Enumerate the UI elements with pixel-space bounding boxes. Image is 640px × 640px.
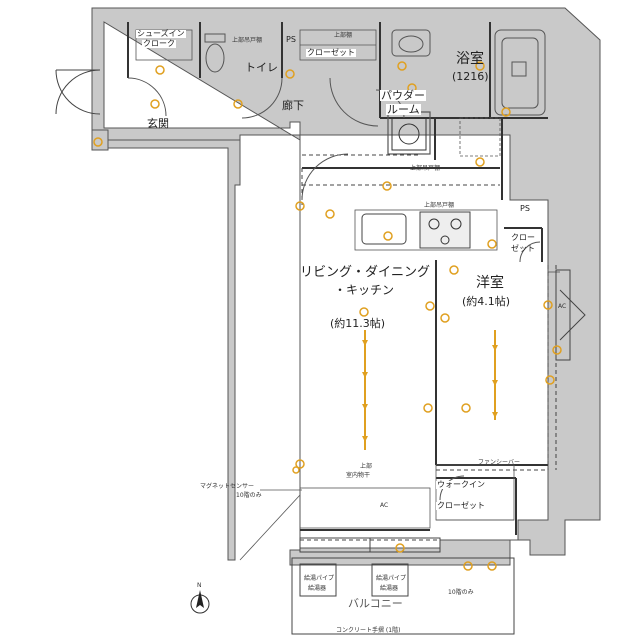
- north-label: N: [197, 582, 202, 589]
- compass-icon: [190, 590, 210, 614]
- upper-shelf-label-3: 上部吊戸棚: [424, 202, 455, 209]
- upper-shelf-label-2: 上部吊戸棚: [410, 165, 441, 172]
- outdoor-unit-label-1: 給湯パイプ: [304, 575, 335, 582]
- ps-top-label: PS: [286, 35, 296, 44]
- walkin-closet-label-2: クローゼット: [436, 501, 486, 510]
- corridor-label: 廊下: [282, 99, 304, 112]
- lighting-ticks: [362, 340, 498, 442]
- washbasin: [391, 29, 431, 57]
- intercom-label-1: 上部: [360, 463, 373, 470]
- walkin-closet-label-1: ウォークイン: [436, 480, 486, 489]
- ldk-label-1: リビング・ダイニング: [300, 265, 431, 280]
- upper-shelf-label-1: 上部吊戸棚: [232, 37, 263, 44]
- ac-left-label: AC: [380, 502, 389, 509]
- partitions: [135, 29, 560, 529]
- bath-size-label: (1216): [452, 70, 489, 83]
- toilet-fixture: [204, 33, 226, 73]
- outdoor-unit-label-3: 給湯パイプ: [376, 575, 407, 582]
- kitchen-counter: [361, 211, 471, 249]
- outdoor-unit-label-2: 給湯器: [308, 585, 327, 592]
- powder-room-label-2: ルーム: [386, 103, 421, 116]
- powder-room-label-1: パウダー: [380, 89, 426, 102]
- balcony-label: バルコニー: [348, 597, 403, 610]
- ldk-size-label: (約11.3帖): [330, 317, 386, 330]
- upper-shelf-top-label: 上部棚: [334, 32, 353, 39]
- ac-right-label: AC: [558, 303, 567, 310]
- fan-label: ファンシーバー: [478, 459, 520, 466]
- washing-machine: [391, 117, 427, 151]
- leader-lines: [239, 489, 302, 561]
- shoes-closet-label-2: クローク: [142, 39, 176, 48]
- lighting-rails: [364, 330, 496, 450]
- entrance-label: 玄関: [147, 117, 169, 130]
- balcony-area: [291, 557, 515, 635]
- small-closet-label-1: クロー: [511, 233, 535, 242]
- intercom-label-2: 室内物干: [346, 472, 371, 479]
- entrance-door: [55, 69, 101, 115]
- closet-label: クローゼット: [306, 48, 356, 57]
- toilet-label: トイレ: [245, 61, 278, 74]
- magnet-sensor-label-1: マグネットセンサー: [200, 483, 255, 490]
- small-closet-label-2: ゼット: [511, 244, 535, 253]
- window-sash: [299, 269, 586, 553]
- bathroom-label: 浴室: [456, 51, 484, 67]
- shoes-closet-label-1: シューズイン: [136, 29, 186, 38]
- magnet-sensor-label-2: 10階のみ: [236, 492, 262, 499]
- outdoor-unit-label-4: 給湯器: [380, 585, 399, 592]
- tenth-floor-only-label: 10階のみ: [448, 589, 474, 596]
- bathtub: [494, 29, 546, 116]
- ldk-label-2: ・キッチン: [334, 283, 395, 297]
- western-size-label: (約4.1帖): [462, 295, 511, 308]
- ps-right-label: PS: [520, 204, 530, 213]
- handrail-label: コンクリート手摺 (1階): [336, 627, 401, 634]
- western-room-label: 洋室: [476, 275, 504, 291]
